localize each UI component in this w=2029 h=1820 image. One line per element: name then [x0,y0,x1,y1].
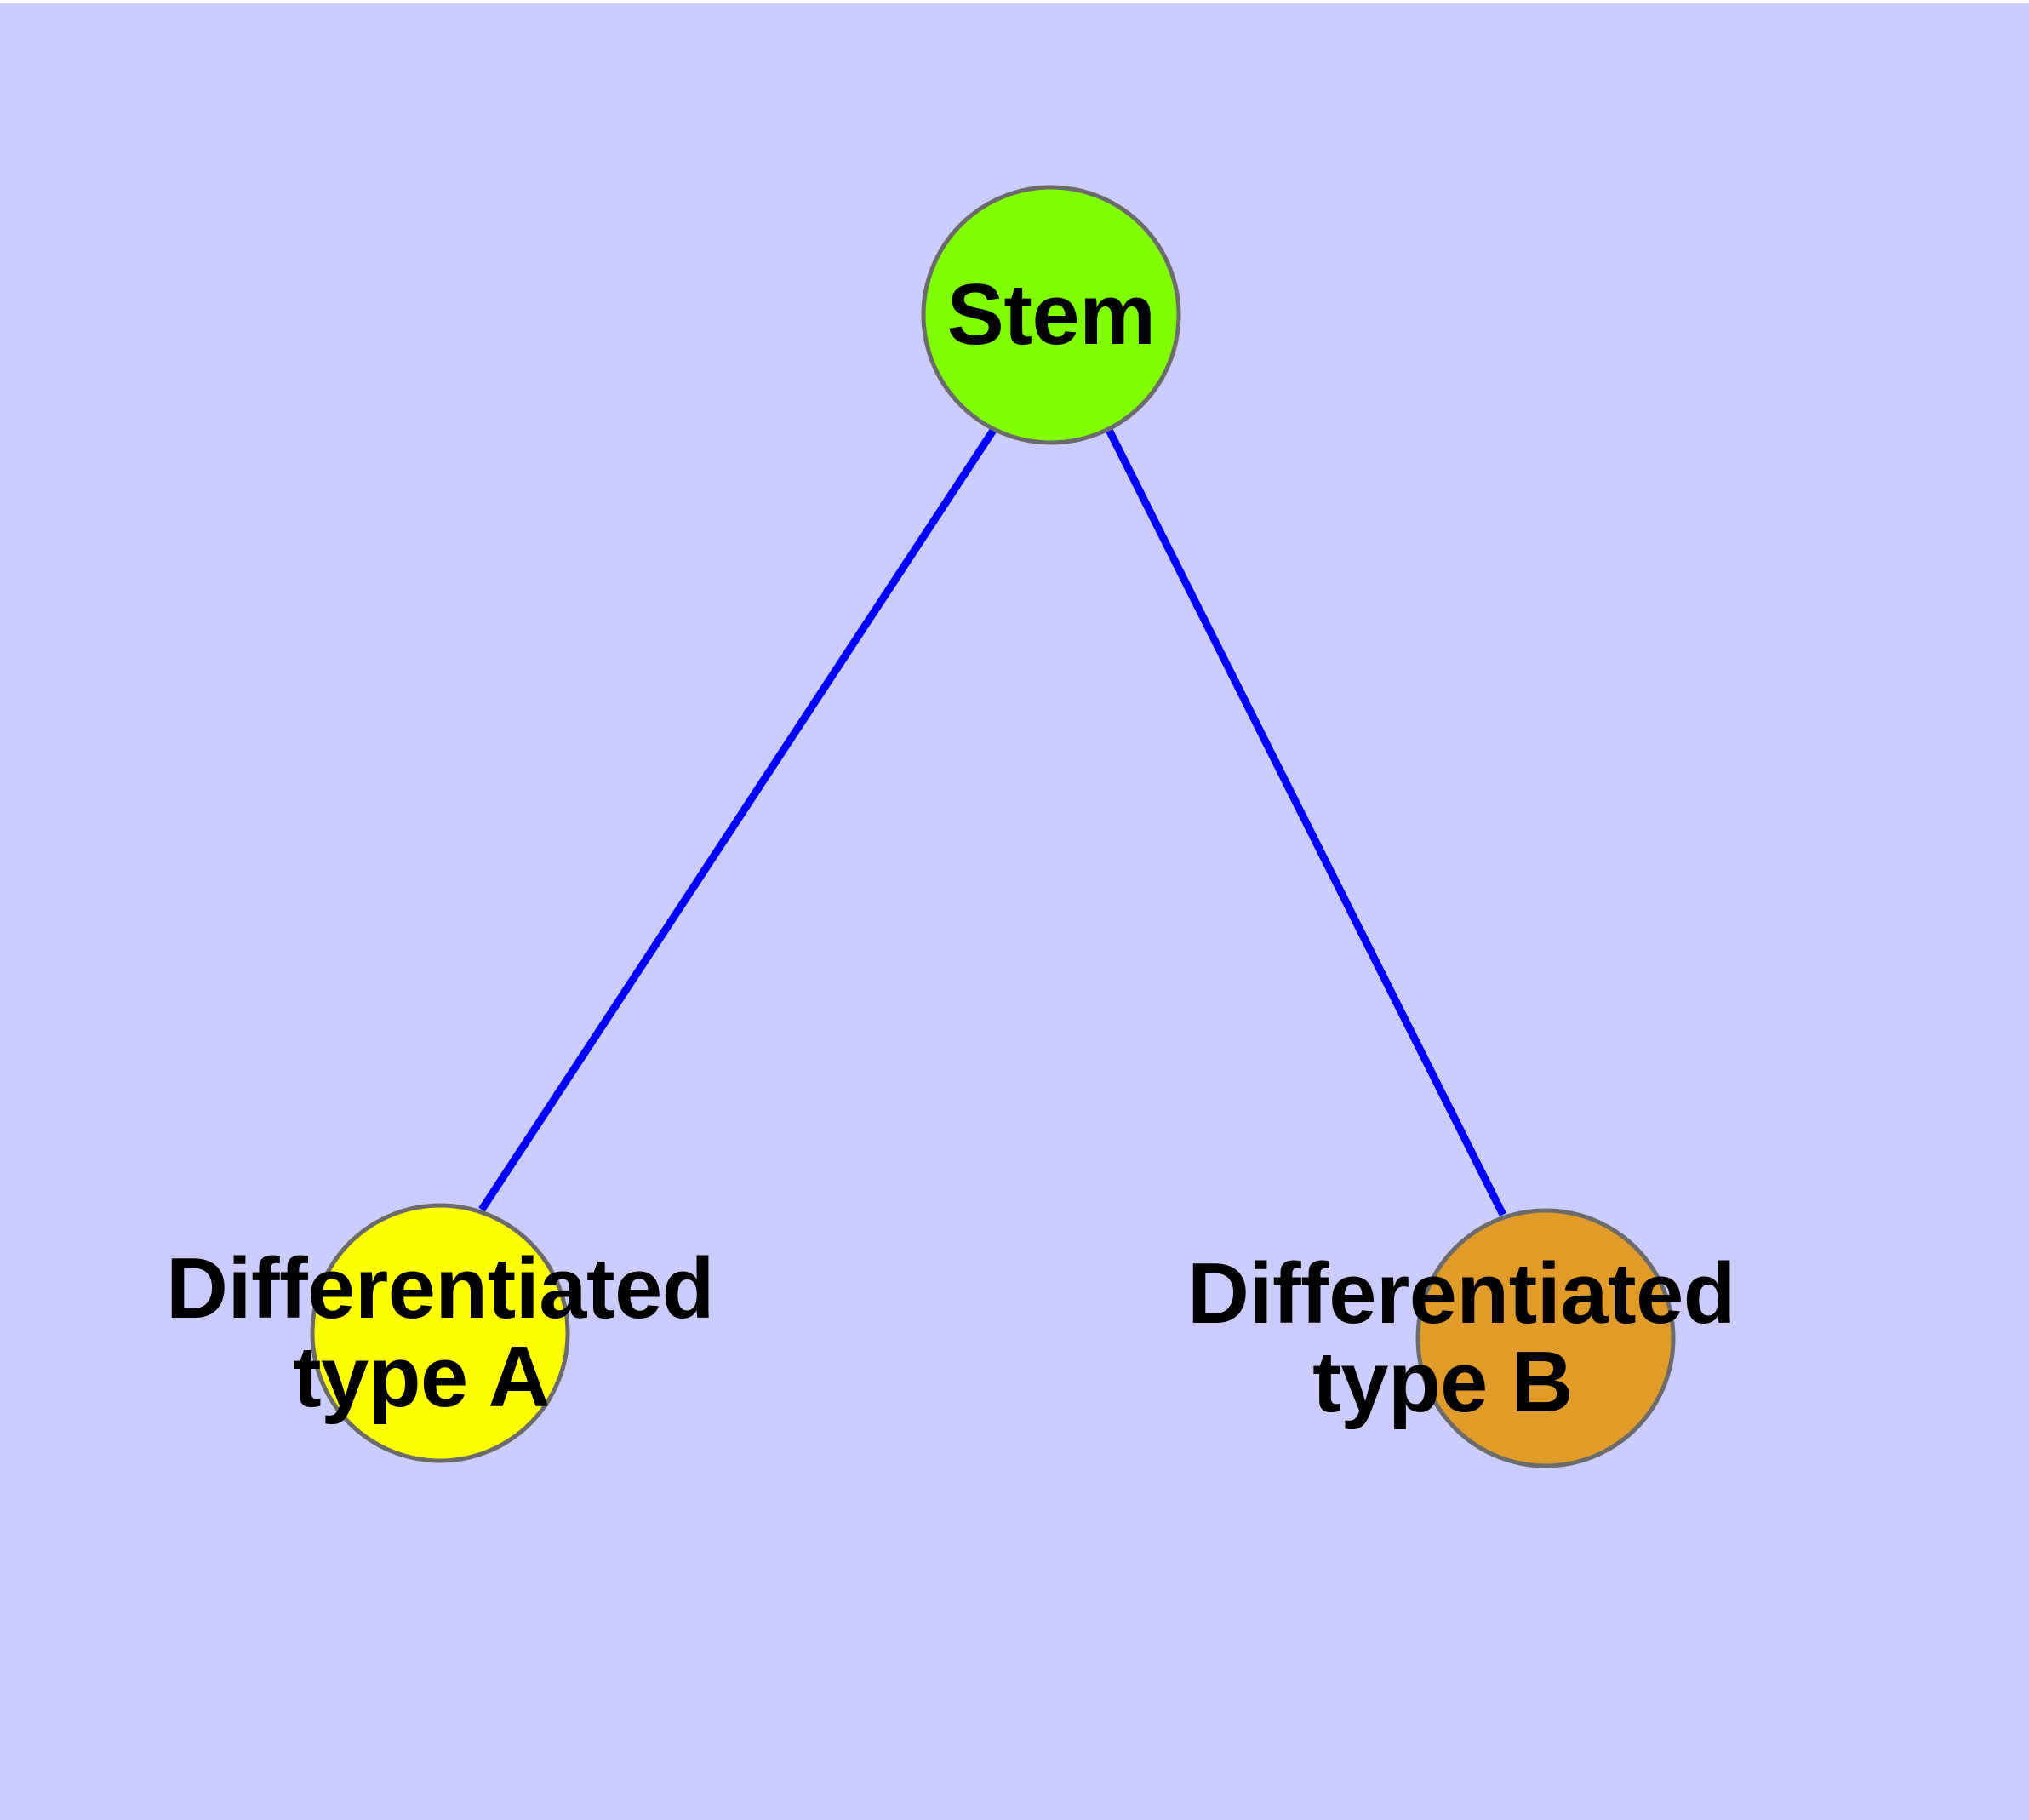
edge-layer [478,426,1507,1217]
node-layer [310,185,1676,1468]
node-differentiated-type-b[interactable] [1415,1208,1676,1468]
edge-stem-to-differentiated-type-a [478,426,997,1212]
node-differentiated-type-a[interactable] [310,1203,570,1463]
node-stem[interactable] [921,185,1181,445]
edge-stem-to-differentiated-type-b [1105,427,1507,1217]
